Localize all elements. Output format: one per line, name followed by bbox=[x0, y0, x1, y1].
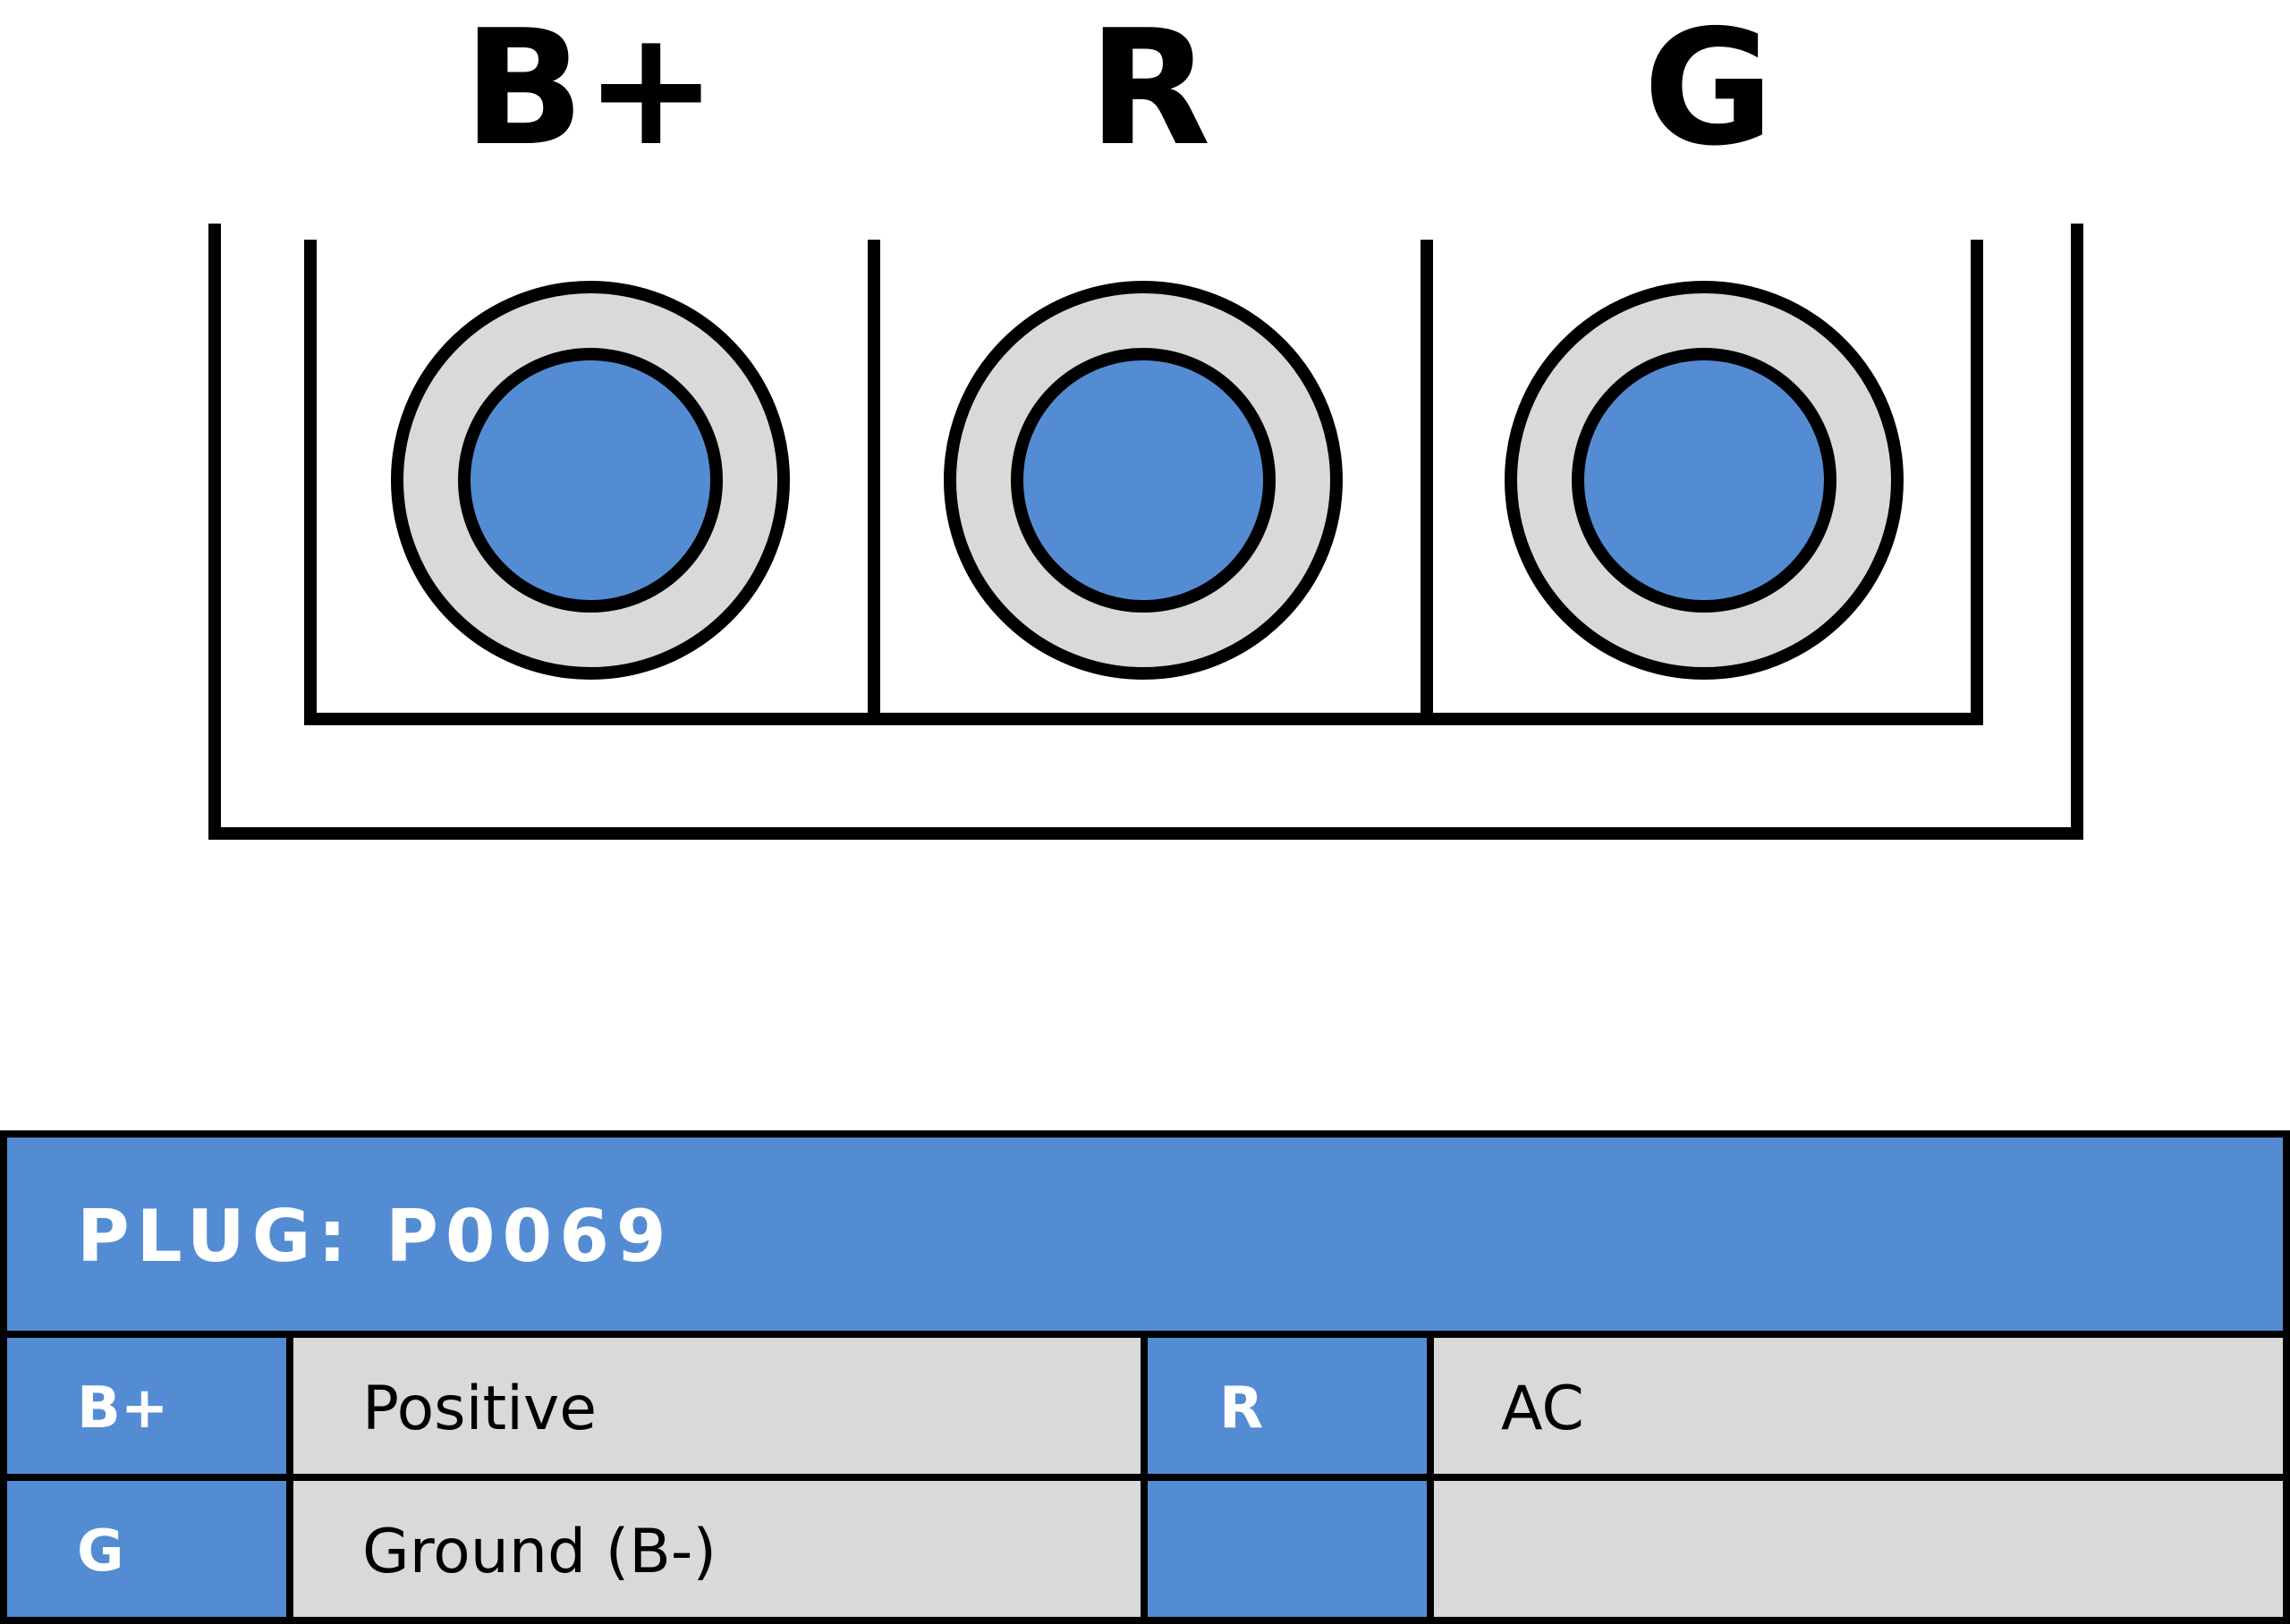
legend-description-cell bbox=[1430, 1477, 2286, 1620]
pin-label-b-plus: B+ bbox=[463, 0, 718, 181]
plug-title: PLUG: P0069 bbox=[77, 1195, 674, 1278]
legend-code-g: G bbox=[77, 1518, 124, 1585]
legend-code-cell bbox=[4, 1334, 290, 1477]
plug-legend-table: PLUG: P0069 B+ Positive R AC G Ground (B… bbox=[0, 1130, 2290, 1624]
connector-inner-housing bbox=[304, 240, 1983, 725]
legend-code-cell bbox=[4, 1477, 290, 1620]
pin-g bbox=[1505, 281, 1904, 680]
pin-r-terminal bbox=[1011, 348, 1276, 613]
legend-code-cell bbox=[1144, 1477, 1430, 1620]
legend-description-cell bbox=[1430, 1334, 2286, 1477]
pin-r bbox=[944, 281, 1343, 680]
legend-description-ac: AC bbox=[1501, 1374, 1584, 1444]
connector-outer-shroud bbox=[208, 224, 2083, 840]
legend-description-cell bbox=[290, 1477, 1144, 1620]
pin-g-terminal bbox=[1572, 348, 1836, 613]
pin-b-plus-terminal bbox=[458, 348, 723, 613]
pin-label-g: G bbox=[1643, 0, 1774, 181]
legend-title-bar bbox=[4, 1134, 2286, 1334]
pin-b-plus bbox=[391, 281, 790, 680]
legend-code-r: R bbox=[1219, 1375, 1263, 1442]
legend-description-ground: Ground (B-) bbox=[362, 1517, 717, 1587]
legend-description-cell bbox=[290, 1334, 1144, 1477]
legend-description-positive: Positive bbox=[362, 1374, 597, 1444]
legend-code-b-plus: B+ bbox=[77, 1375, 168, 1442]
legend-code-cell bbox=[1144, 1334, 1430, 1477]
pin-label-r: R bbox=[1088, 0, 1210, 181]
